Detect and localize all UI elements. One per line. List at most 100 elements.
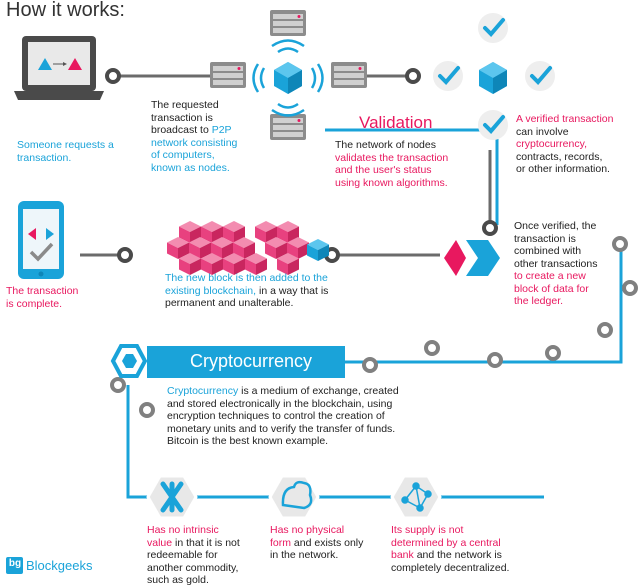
block-cube: [256, 258, 267, 275]
phone-icon: [18, 201, 64, 279]
crypto-desc-line: monetary units and to verify the transfe…: [167, 422, 396, 435]
feature-line: such as gold.: [147, 574, 209, 586]
block-cube: [245, 258, 256, 275]
validate-line: and the user's status: [335, 164, 432, 176]
block-cube: [255, 226, 266, 243]
feature-line: Its supply is not: [391, 524, 464, 536]
signal-waves: [252, 39, 324, 117]
validate-line: validates the transaction: [335, 151, 449, 164]
feature-line: completely decentralized.: [391, 561, 510, 574]
feature-line: another commodity,: [147, 561, 239, 574]
feature-text: and the network is: [413, 549, 502, 561]
step-validate-text: The network of nodes validates the trans…: [335, 139, 475, 189]
add-block-line: The new block is then added to the: [165, 272, 328, 284]
step-combine-text: Once verified, the transaction is combin…: [514, 220, 634, 308]
blockchain-icon: [167, 221, 329, 275]
crypto-desc-line: Bitcoin is the best known example.: [167, 435, 329, 447]
p2p-keyword: P2P: [211, 124, 232, 136]
block-cube: [265, 242, 276, 259]
brand-logo-mark: bg: [8, 558, 22, 569]
add-block-text: existing blockchain,: [165, 284, 257, 297]
feature-text: in that it is not: [172, 536, 240, 549]
blockgeeks-logo: [6, 557, 23, 574]
validation-heading: Validation: [359, 113, 433, 132]
combine-line: combined with: [514, 245, 582, 257]
verified-line: cryptocurrency,: [516, 138, 587, 150]
crypto-desc-line: Cryptocurrency is a medium of exchange, …: [167, 385, 437, 398]
block-cube: [298, 242, 309, 259]
block-cube: [234, 258, 245, 275]
block-cube: [167, 242, 178, 259]
verified-line: can involve: [516, 125, 569, 138]
feature-text: and exists only: [291, 536, 364, 549]
block-cube: [318, 244, 329, 261]
broadcast-line: network consisting: [151, 136, 238, 149]
merge-arrow-icon: [444, 240, 500, 276]
broadcast-text: broadcast to: [151, 124, 212, 136]
broadcast-line: of computers,: [151, 149, 215, 161]
feature-physical-text: Has no physical form and exists only in …: [270, 524, 380, 562]
complete-line: is complete.: [6, 297, 63, 310]
broadcast-line: The requested: [151, 99, 219, 111]
block-cube: [212, 258, 223, 275]
verified-line: or other information.: [516, 163, 610, 175]
connector-lines: [80, 74, 492, 257]
feature-line: redeemable for: [147, 549, 218, 561]
feature-line: form and exists only: [270, 537, 380, 550]
verified-line: A verified transaction: [516, 113, 614, 125]
block-cube: [179, 258, 190, 275]
crypto-desc-line: and stored electronically in the blockch…: [167, 397, 393, 410]
crypto-description: Cryptocurrency is a medium of exchange, …: [167, 385, 437, 448]
step-verified-text: A verified transaction can involve crypt…: [516, 113, 636, 176]
feature-line: bank and the network is: [391, 549, 531, 562]
combine-line: other transactions: [514, 257, 598, 270]
crypto-title: Cryptocurrency: [190, 351, 313, 371]
crypto-desc-line: encryption techniques to control the cre…: [167, 410, 385, 422]
step-complete-text: The transaction is complete.: [6, 285, 96, 310]
add-block-text: in a way that is: [256, 284, 329, 297]
step-request-label: Someone requests a transaction.: [17, 139, 114, 164]
complete-line: The transaction: [6, 285, 79, 297]
feature-line: Has no intrinsic: [147, 524, 219, 536]
combine-line: block of data for: [514, 282, 589, 295]
block-cube: [190, 258, 201, 275]
combine-line: to create a new: [514, 270, 586, 282]
network-decentralized-icon: [401, 482, 432, 512]
step-add-block-text: The new block is then added to the exist…: [165, 272, 365, 310]
brand-name: Blockgeeks: [26, 558, 93, 573]
cloud-form-icon: [281, 480, 313, 510]
feature-text: bank: [391, 549, 414, 561]
crypto-desc-text: is a medium of exchange, created: [238, 385, 399, 397]
server-icons: [210, 10, 367, 140]
combine-line: transaction is: [514, 232, 576, 245]
feature-line: value in that it is not: [147, 537, 257, 550]
broadcast-line: known as nodes.: [151, 161, 230, 174]
feature-hexagons: [146, 474, 442, 520]
step-broadcast-text: The requested transaction is broadcast t…: [151, 99, 271, 174]
page-title: How it works:: [6, 0, 125, 21]
validate-line: The network of nodes: [335, 139, 436, 151]
combine-line: the ledger.: [514, 295, 564, 307]
feature-line: determined by a central: [391, 536, 501, 549]
no-value-icon: [160, 481, 184, 513]
validate-line: using known algorithms.: [335, 176, 448, 189]
laptop-icon: [14, 36, 104, 100]
feature-intrinsic-text: Has no intrinsic value in that it is not…: [147, 524, 257, 587]
block-cube: [277, 258, 288, 275]
step-request-text: Someone requests a transaction.: [17, 139, 117, 164]
add-block-line: permanent and unalterable.: [165, 297, 294, 309]
block-cube: [307, 244, 318, 261]
broadcast-line: transaction is: [151, 111, 213, 124]
feature-text: value: [147, 536, 173, 549]
add-block-line: existing blockchain, in a way that is: [165, 285, 365, 298]
feature-line: in the network.: [270, 549, 339, 561]
feature-text: form: [270, 536, 291, 549]
verified-checks: [433, 13, 555, 140]
feature-supply-text: Its supply is not determined by a centra…: [391, 524, 531, 574]
block-cube: [223, 258, 234, 275]
verified-line: contracts, records,: [516, 150, 603, 163]
crypto-banner-shape: [110, 344, 345, 378]
combine-line: Once verified, the: [514, 220, 597, 232]
network-cube-icon: [274, 62, 302, 94]
